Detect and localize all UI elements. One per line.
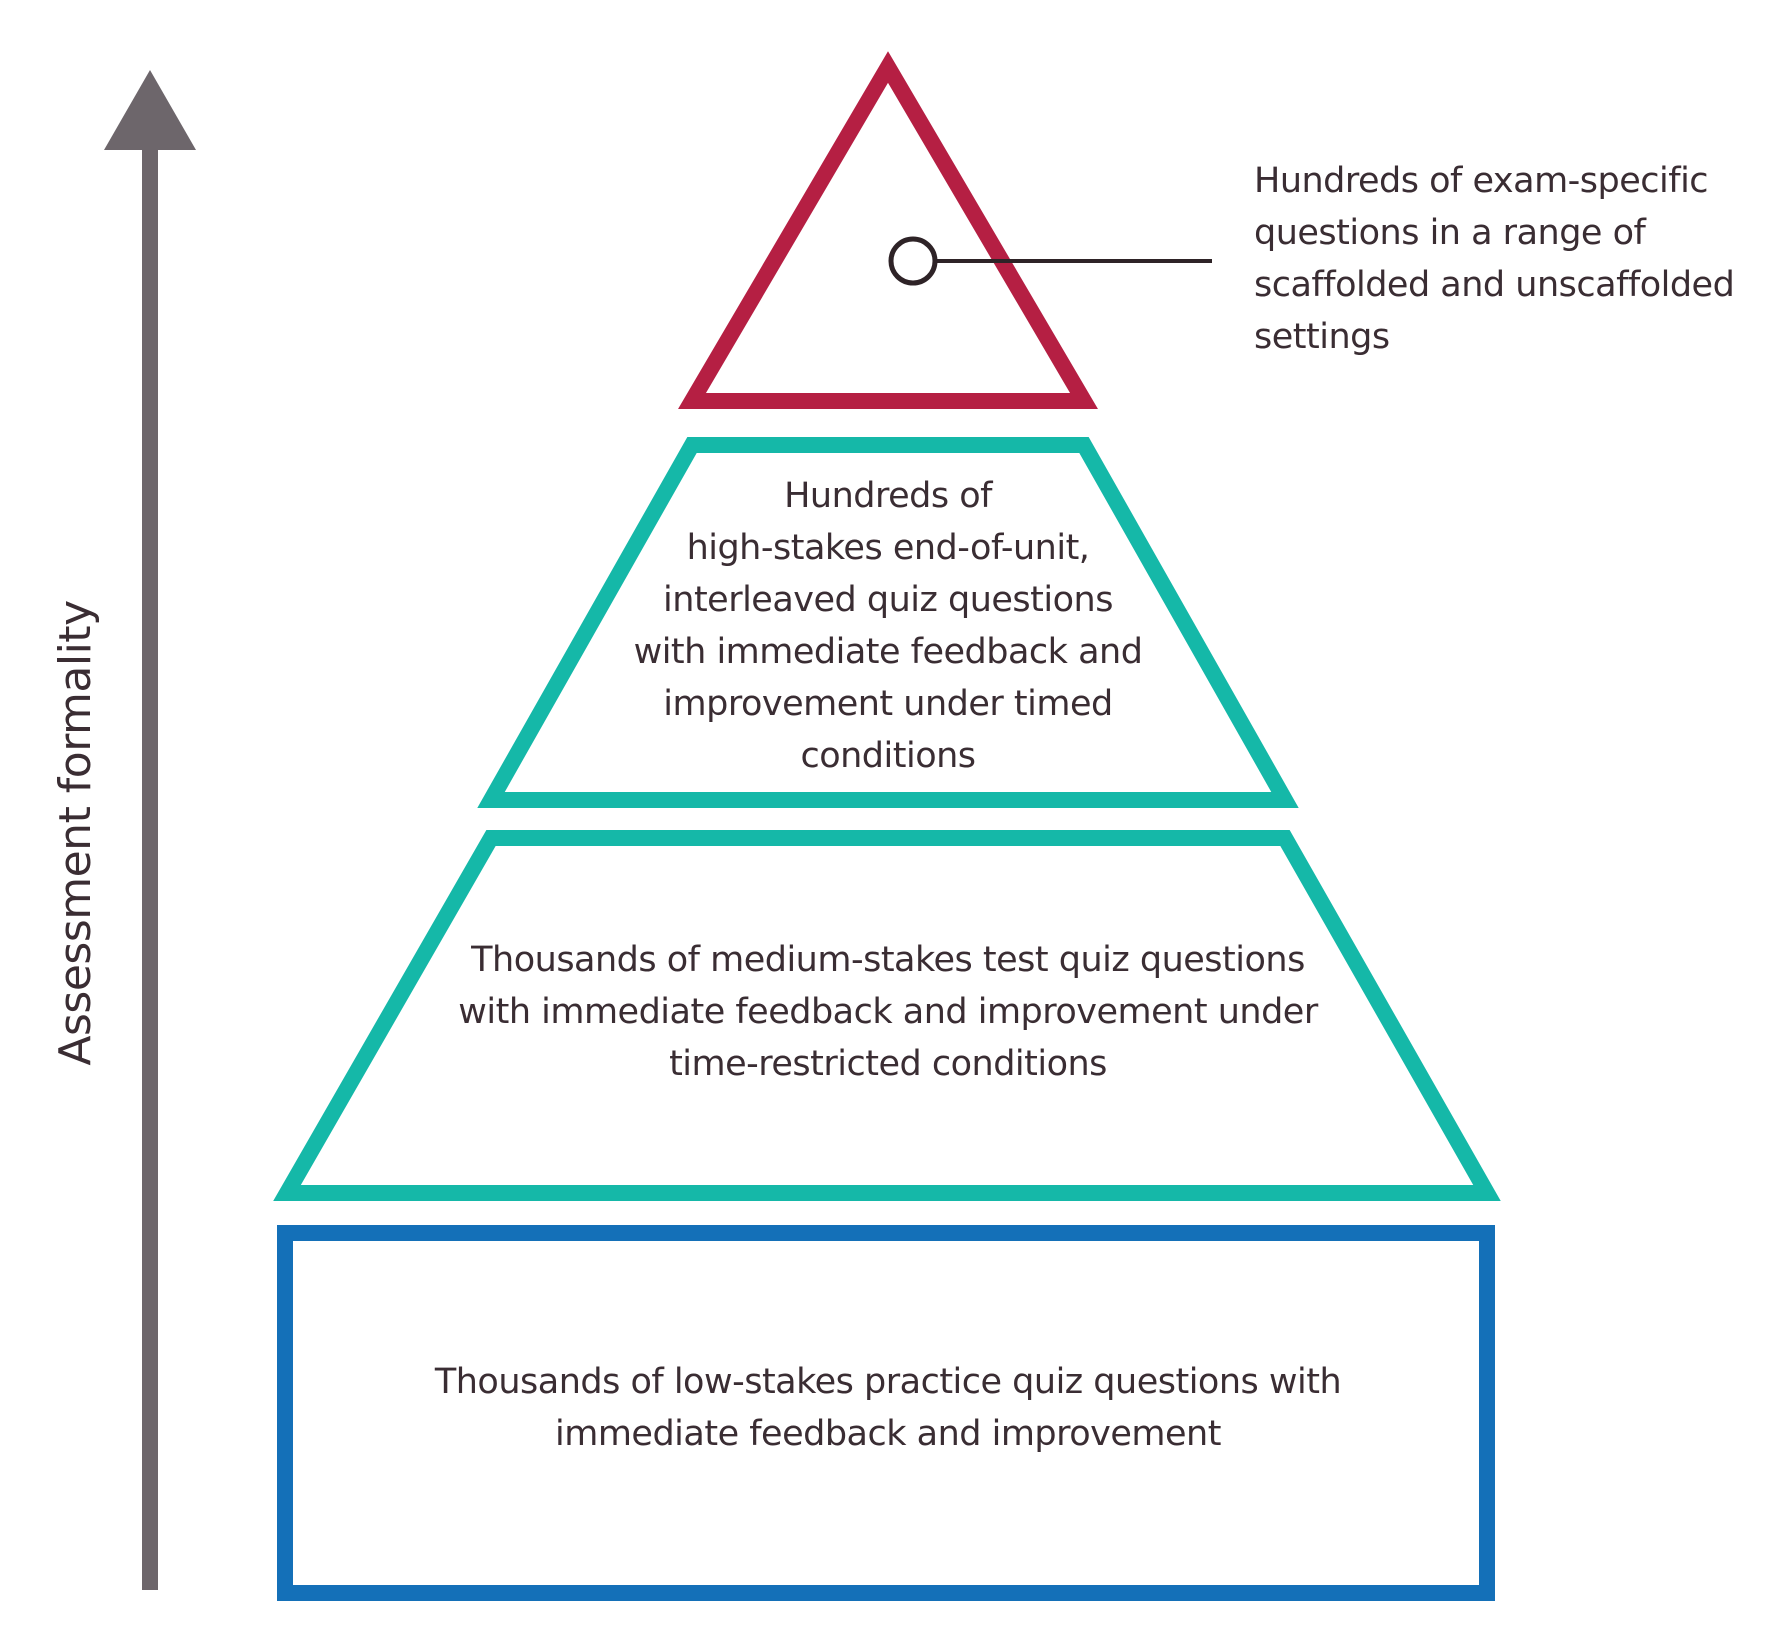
- text-line: Hundreds of: [784, 476, 992, 516]
- formality-axis-arrow: [104, 70, 196, 1590]
- top-tier-callout-pointer: [888, 236, 1212, 286]
- text-line: questions in a range of: [1254, 213, 1646, 253]
- text-line: Thousands of low-stakes practice quiz qu…: [434, 1362, 1342, 1402]
- text-line: time-restricted conditions: [669, 1044, 1107, 1084]
- text-line: Hundreds of exam-specific: [1254, 161, 1709, 201]
- text-line: scaffolded and unscaffolded: [1254, 265, 1735, 305]
- text-line: interleaved quiz questions: [663, 580, 1113, 620]
- text-line: high-stakes end-of-unit,: [686, 528, 1090, 568]
- text-line: immediate feedback and improvement: [555, 1414, 1221, 1454]
- pyramid-upper-middle-tier: [477, 437, 1299, 808]
- upper-middle-tier-text: Hundreds of high-stakes end-of-unit, int…: [588, 470, 1188, 782]
- base-tier-text: Thousands of low-stakes practice quiz qu…: [388, 1356, 1388, 1460]
- lower-middle-tier-text: Thousands of medium-stakes test quiz que…: [438, 934, 1338, 1090]
- text-line: with immediate feedback and: [633, 632, 1143, 672]
- text-line: settings: [1254, 317, 1390, 357]
- pyramid-base-tier: [277, 1225, 1495, 1601]
- text-line: conditions: [800, 736, 976, 776]
- callout-marker-icon: [888, 236, 938, 286]
- pyramid-top-tier: [678, 51, 1098, 409]
- axis-arrowhead-icon: [104, 70, 196, 150]
- text-line: with immediate feedback and improvement …: [458, 992, 1318, 1032]
- axis-label: Assessment formality: [50, 600, 101, 1066]
- text-line: improvement under timed: [663, 684, 1113, 724]
- pyramid-lower-middle-tier: [273, 830, 1501, 1201]
- top-tier-callout-text: Hundreds of exam-specific questions in a…: [1254, 155, 1754, 363]
- text-line: Thousands of medium-stakes test quiz que…: [471, 940, 1305, 980]
